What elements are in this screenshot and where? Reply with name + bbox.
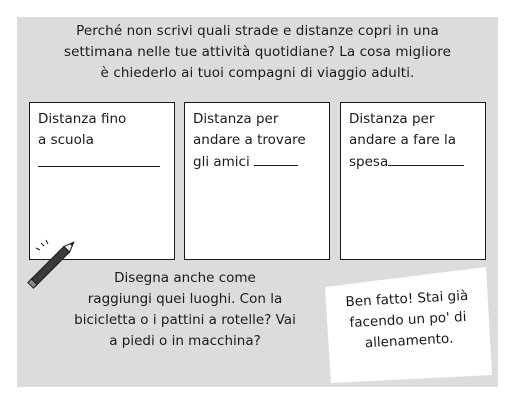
- prompt-line: raggiungi quei luoghi. Con la: [87, 291, 283, 307]
- note-card: [325, 267, 492, 383]
- intro-line: è chiederlo ai tuoi compagni di viaggio …: [100, 65, 415, 81]
- box-distance-school[interactable]: Distanza fino a scuola: [29, 102, 175, 260]
- intro-text: Perché non scrivi quali strade e distanz…: [17, 21, 498, 84]
- drawing-prompt: Disegna anche come raggiungi quei luoghi…: [60, 268, 310, 352]
- box-label-line: gli amici: [193, 154, 250, 170]
- box-label-line: andare a fare la: [349, 132, 456, 148]
- box-label-line: a scuola: [38, 132, 94, 148]
- box-label: Distanza per andare a fare la spesa: [349, 109, 465, 173]
- box-label-line: Distanza per: [349, 111, 435, 127]
- prompt-line: Disegna anche come: [114, 270, 256, 286]
- box-label: Distanza per andare a trovare gli amici: [193, 109, 306, 173]
- box-distance-friends[interactable]: Distanza per andare a trovare gli amici: [184, 102, 330, 260]
- answer-line[interactable]: [254, 151, 299, 166]
- answer-line[interactable]: [388, 151, 465, 166]
- box-label-line: Distanza fino: [38, 111, 127, 127]
- box-label-line: spesa: [349, 154, 389, 170]
- intro-line: settimana nelle tue attività quotidiane?…: [63, 44, 452, 60]
- box-distance-shopping[interactable]: Distanza per andare a fare la spesa: [340, 102, 486, 260]
- note-text: Ben fatto! Stai già facendo un po' di al…: [331, 285, 484, 356]
- box-label: Distanza fino a scuola: [38, 109, 126, 151]
- intro-line: Perché non scrivi quali strade e distanz…: [76, 23, 439, 39]
- answer-line[interactable]: [38, 166, 160, 167]
- prompt-line: bicicletta o i pattini a rotelle? Vai: [74, 312, 296, 328]
- box-label-line: Distanza per: [193, 111, 279, 127]
- prompt-line: a piedi o in macchina?: [109, 333, 261, 349]
- pencil-icon: [27, 239, 75, 289]
- box-label-line: andare a trovare: [193, 132, 306, 148]
